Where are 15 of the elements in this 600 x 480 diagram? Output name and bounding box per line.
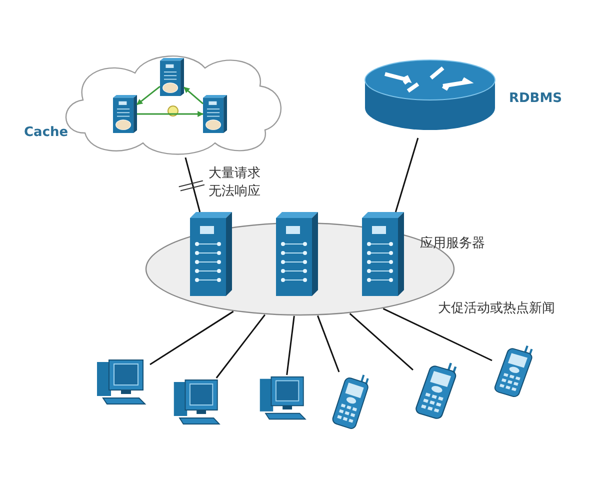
node-label: RDBMS (509, 91, 562, 106)
connector-line (184, 157, 201, 212)
arrow (136, 86, 160, 106)
connector-line (150, 310, 234, 366)
connector-line (316, 315, 340, 372)
connector-line (394, 138, 419, 212)
node-label: Cache (24, 125, 68, 140)
text-label: 应用服务器 (420, 235, 485, 252)
connector-line (286, 316, 295, 376)
arrow (184, 86, 204, 104)
connector-line (382, 308, 492, 362)
text-label: 大促活动或热点新闻 (438, 300, 555, 317)
connector-line (216, 314, 266, 378)
arrow (137, 111, 204, 117)
connector-line (349, 312, 414, 370)
